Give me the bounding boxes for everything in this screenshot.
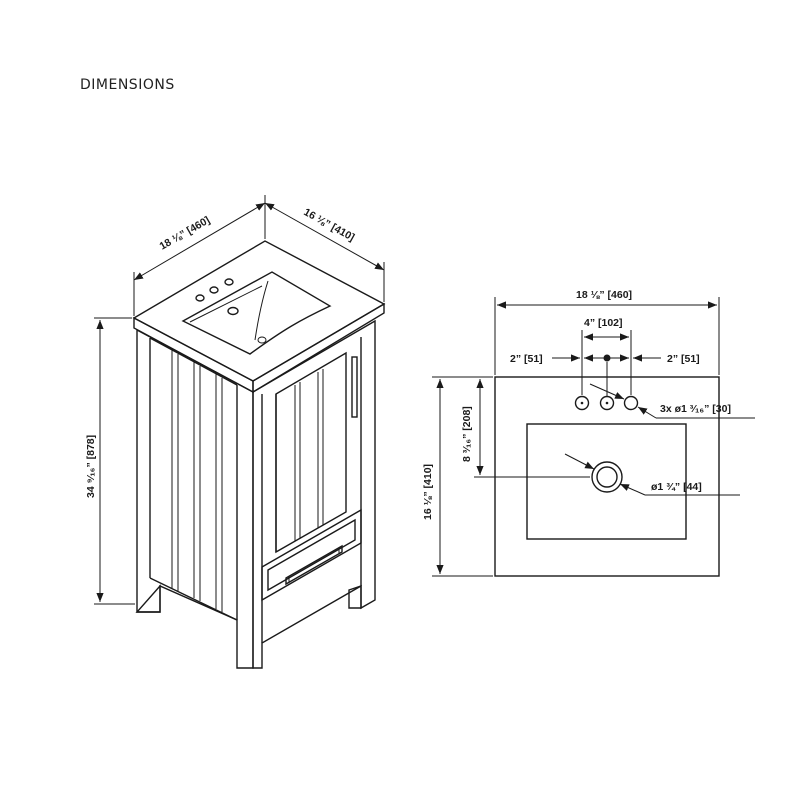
faucet-holes-plan xyxy=(574,395,639,411)
dim-iso-width xyxy=(133,195,266,316)
label-hole-spread: 4” [102] xyxy=(584,317,623,329)
dim-iso-depth xyxy=(264,202,385,302)
basin-outline xyxy=(526,423,687,540)
vanity-isometric-view: 18 ⅛” [460] 16 ⅛” [410] 34 ⁹⁄₁₆” [878] xyxy=(85,195,386,669)
top-plan-view: 18 ⅛” [460] 4” [102] 2” [51] 2” [51] 3x … xyxy=(422,289,755,577)
dim-top-width xyxy=(494,297,720,375)
leader-faucet-holes xyxy=(589,383,755,419)
dim-iso-height xyxy=(94,317,135,605)
faucet-center-marker xyxy=(603,354,611,362)
dim-hole-spread xyxy=(581,330,632,397)
label-iso-depth: 16 ⅛” [410] xyxy=(302,206,357,244)
drawer-handle xyxy=(285,544,343,586)
label-iso-height: 34 ⁹⁄₁₆” [878] xyxy=(85,435,97,498)
label-left-offset: 2” [51] xyxy=(510,353,543,365)
faucet-holes-iso xyxy=(195,278,234,302)
label-drain-dia: ø1 ¾” [44] xyxy=(651,481,702,493)
cabinet-leg xyxy=(348,585,362,609)
label-top-width: 18 ⅛” [460] xyxy=(576,289,632,301)
label-right-offset: 2” [51] xyxy=(667,353,700,365)
dim-drain-offset xyxy=(474,379,590,478)
page-title: DIMENSIONS xyxy=(80,77,175,93)
cabinet-drawer xyxy=(261,508,362,602)
cabinet-door xyxy=(275,351,347,554)
sink-basin xyxy=(181,271,332,355)
door-handle xyxy=(351,356,358,418)
label-iso-width: 18 ⅛” [460] xyxy=(158,214,213,252)
dim-top-depth xyxy=(432,376,493,577)
drain xyxy=(591,461,623,493)
cabinet-left-face xyxy=(135,328,254,669)
leader-drain xyxy=(564,453,740,496)
label-top-depth: 16 ⅛” [410] xyxy=(422,464,434,520)
label-drain-offset: 8 ³⁄₁₆” [208] xyxy=(461,406,473,462)
label-faucet-holes: 3x ø1 ³⁄₁₆” [30] xyxy=(660,403,731,415)
